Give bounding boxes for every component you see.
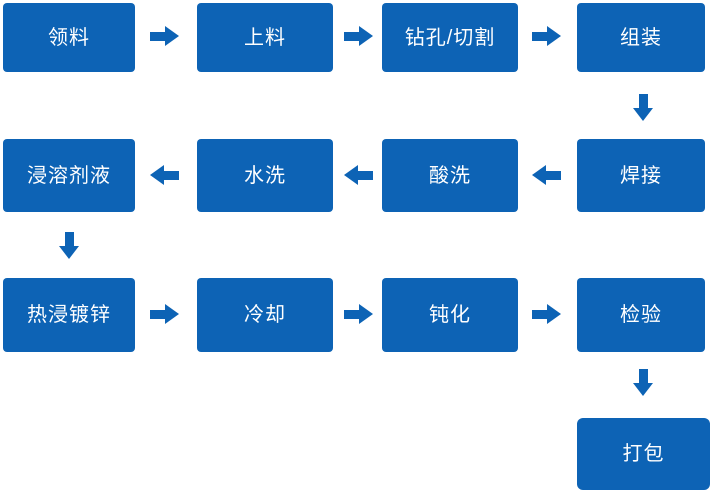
arrow-flux-to-galvanizing-icon [59,232,79,259]
node-flux-dipping: 浸溶剂液 [3,139,135,212]
arrow-welding-to-acid-icon [532,165,561,185]
node-acid-washing: 酸洗 [382,139,518,212]
arrow-acid-to-rinse-icon [344,165,373,185]
node-drilling-cutting: 钻孔/切割 [382,3,518,72]
arrow-loading-to-drilling-icon [344,26,373,46]
arrow-stem [638,369,648,383]
arrow-inspection-to-packing-icon [633,369,653,396]
node-cooling: 冷却 [197,278,333,352]
node-inspection: 检验 [577,278,705,352]
node-packing: 打包 [577,418,710,490]
node-label: 焊接 [620,164,662,187]
arrow-stem [150,309,165,319]
node-label: 水洗 [244,164,286,187]
arrow-head [165,26,179,46]
arrow-head [359,26,373,46]
arrow-requisition-to-loading-icon [150,26,179,46]
node-label: 浸溶剂液 [27,164,111,187]
node-label: 钻孔/切割 [404,26,496,49]
arrow-head [547,304,561,324]
arrow-stem [344,31,359,41]
arrow-head [547,26,561,46]
node-assembly: 组装 [577,3,705,72]
node-water-rinsing: 水洗 [197,139,333,212]
arrow-stem [358,170,373,180]
arrow-passivation-to-inspection-icon [532,304,561,324]
node-label: 检验 [620,304,662,326]
node-label: 打包 [622,443,665,465]
arrow-head [165,304,179,324]
node-welding: 焊接 [577,139,705,212]
arrow-head [59,246,79,259]
arrow-rinse-to-flux-icon [150,165,179,185]
arrow-head [344,165,358,185]
node-label: 上料 [244,26,286,49]
node-label: 热浸镀锌 [27,304,111,326]
arrow-stem [64,232,74,246]
arrow-head [150,165,164,185]
node-hot-dip-galvanizing: 热浸镀锌 [3,278,135,352]
arrow-drilling-to-assembly-icon [532,26,561,46]
arrow-stem [164,170,179,180]
arrow-stem [638,94,648,108]
arrow-stem [532,309,547,319]
node-label: 冷却 [244,304,286,326]
node-label: 钝化 [429,304,471,326]
arrow-stem [546,170,561,180]
arrow-head [532,165,546,185]
node-label: 领料 [48,26,90,49]
arrow-assembly-to-welding-icon [633,94,653,121]
arrow-stem [344,309,359,319]
arrow-stem [150,31,165,41]
node-label: 组装 [620,26,662,49]
arrow-stem [532,31,547,41]
node-passivation: 钝化 [382,278,518,352]
node-label: 酸洗 [429,164,471,187]
arrow-head [633,383,653,396]
node-loading: 上料 [197,3,333,72]
arrow-head [633,108,653,121]
node-material-requisition: 领料 [3,3,135,72]
arrow-galvanizing-to-cooling-icon [150,304,179,324]
arrow-cooling-to-passivation-icon [344,304,373,324]
arrow-head [359,304,373,324]
